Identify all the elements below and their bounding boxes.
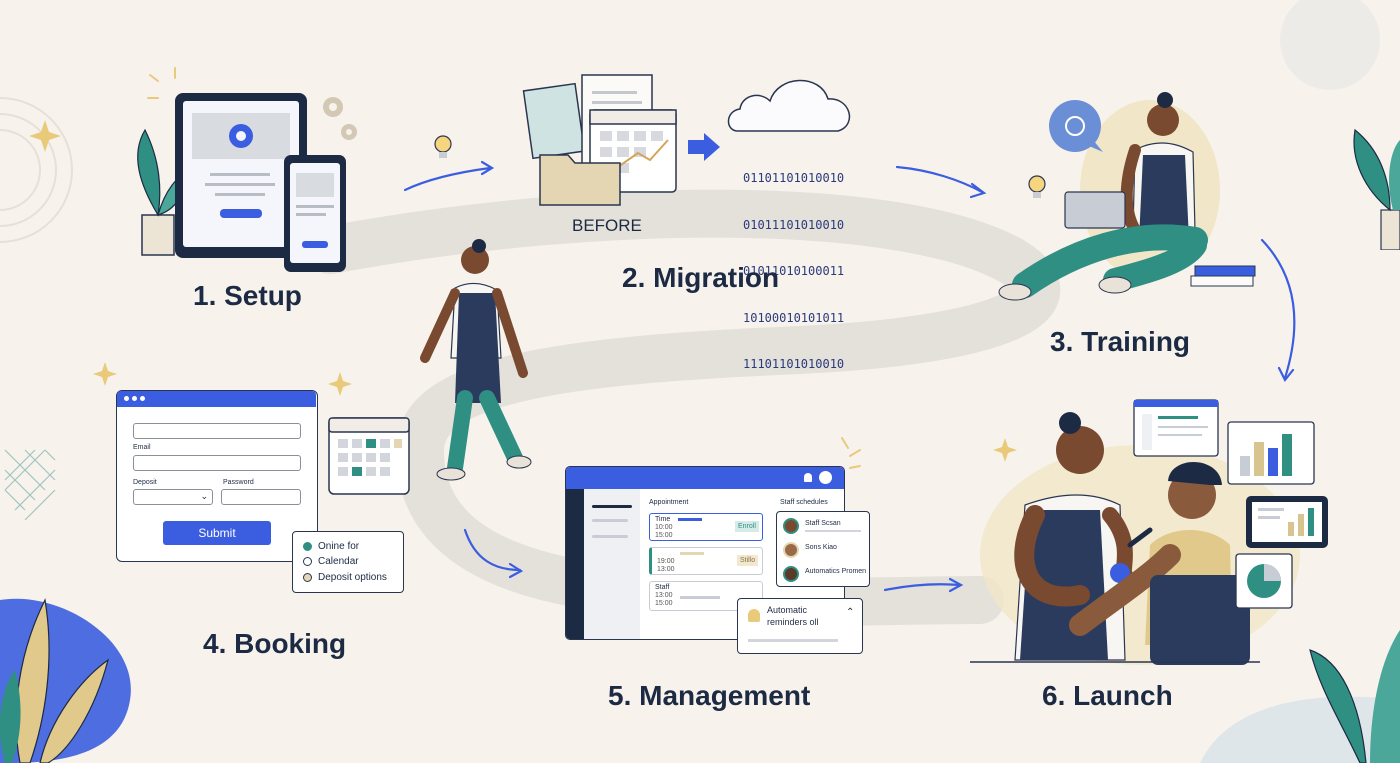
email-label: Email: [133, 444, 151, 451]
walking-person-icon: [420, 239, 532, 481]
chat-bubble-icon: [1049, 100, 1103, 152]
plant-icon: [137, 128, 191, 256]
step-title-management: 5. Management: [608, 680, 811, 711]
staff-schedules-header: Staff schedules: [780, 499, 828, 506]
row-title: Staff: [655, 584, 670, 591]
gear-icon: [323, 97, 357, 140]
dashboard-subnav: [584, 489, 640, 639]
tablet-chart-icon: [1246, 496, 1328, 548]
name-field[interactable]: [133, 423, 301, 439]
staff-name: Automatics Promen: [805, 568, 867, 575]
row-title: Time: [655, 516, 671, 523]
email-field[interactable]: [133, 455, 301, 471]
booking-options-panel: Onine for Calendar Deposit options: [292, 531, 404, 593]
training-illustration: [998, 92, 1256, 301]
plant-icon: [0, 598, 109, 763]
bell-icon: [748, 609, 760, 622]
option-label: Onine for: [318, 541, 360, 552]
step-title-migration: 2. Migration: [622, 262, 780, 293]
appointment-row[interactable]: Time 10:00 15:00 Enroll: [649, 513, 763, 541]
appointment-row[interactable]: Staff 13:00 15:00: [649, 581, 763, 611]
staff-schedule-panel: Staff Scsan Sons Kiao Automatics Promen: [776, 511, 870, 587]
before-label: BEFORE: [572, 216, 642, 235]
bar-chart-icon: [1227, 421, 1315, 485]
radio-deposit[interactable]: [303, 573, 312, 582]
submit-button[interactable]: Submit: [163, 521, 271, 545]
pie-chart-icon: [1235, 553, 1293, 609]
row-time: 13:00: [657, 566, 675, 573]
binary-data: 01101101010010 01011101010010 0101101010…: [743, 140, 844, 388]
reminder-text: reminders oll: [767, 617, 819, 627]
avatar: [783, 566, 799, 582]
status-badge: Stillo: [737, 555, 759, 566]
password-label: Password: [223, 479, 254, 486]
row-time: 15:00: [655, 600, 673, 607]
calendar-icon: [328, 417, 410, 495]
cloud-icon: [727, 79, 851, 132]
plant-icon: [1309, 630, 1400, 763]
row-time: 13:00: [655, 592, 673, 599]
phone-icon: [284, 155, 346, 272]
step-title-booking: 4. Booking: [203, 628, 347, 659]
option-label: Deposit options: [318, 572, 387, 583]
option-label: Calendar: [318, 556, 359, 567]
row-time: 10:00: [655, 524, 673, 531]
radio-calendar[interactable]: [303, 557, 312, 566]
dashboard-topbar: [566, 467, 844, 489]
step-title-setup: 1. Setup: [193, 280, 302, 311]
staff-name: Sons Kiao: [805, 544, 837, 551]
row-time: 15:00: [655, 532, 673, 539]
status-badge: Enroll: [735, 521, 759, 532]
avatar[interactable]: [819, 471, 832, 484]
booking-form-window: Email Deposit ⌄ Password Submit: [116, 390, 318, 562]
tablet-icon: [175, 93, 307, 258]
dashboard-sidebar: [566, 489, 584, 639]
arrow-right-icon: [688, 133, 720, 161]
lightbulb-icon: [434, 135, 452, 158]
binary-line: 01101101010010: [743, 171, 845, 185]
client-icon: [1069, 461, 1250, 665]
deposit-label: Deposit: [133, 479, 157, 486]
migration-illustration: [522, 74, 851, 206]
reminder-text: Automatic: [767, 605, 808, 615]
setup-illustration: [137, 93, 357, 272]
password-field[interactable]: [221, 489, 301, 505]
folder-icon: [539, 154, 621, 206]
lightbulb-icon: [1028, 175, 1046, 198]
appointment-row[interactable]: 19:00 13:00 Stillo: [649, 547, 763, 575]
radio-online[interactable]: [303, 542, 312, 551]
avatar: [783, 518, 799, 534]
binary-line: 01011010100011: [743, 264, 845, 278]
chevron-up-icon[interactable]: ⌃: [846, 607, 855, 618]
document-icon: [1133, 399, 1219, 457]
launch-illustration: [970, 412, 1300, 665]
step-title-launch: 6. Launch: [1042, 680, 1173, 711]
plant-icon: [1353, 128, 1400, 250]
binary-line: 01011101010010: [743, 217, 845, 232]
binary-line: 11101101010010: [743, 357, 845, 371]
row-time: 19:00: [657, 558, 675, 565]
window-titlebar: [117, 391, 316, 407]
window-dots: [124, 396, 129, 401]
appointment-header: Appointment: [649, 499, 689, 506]
staff-name: Staff Scsan: [805, 520, 841, 527]
decorative-rings: [0, 97, 73, 243]
person-with-laptop-icon: [998, 92, 1208, 301]
binary-line: 10100010101011: [743, 310, 845, 325]
step-title-training: 3. Training: [1050, 326, 1191, 357]
avatar: [783, 542, 799, 558]
books-icon: [1190, 265, 1256, 287]
analytics-widgets: [1133, 399, 1328, 609]
reminder-notification[interactable]: Automatic reminders oll ⌃: [737, 598, 863, 654]
deposit-select[interactable]: ⌄: [133, 489, 213, 505]
chevron-down-icon: ⌄: [200, 491, 208, 501]
bell-icon[interactable]: [804, 473, 812, 482]
